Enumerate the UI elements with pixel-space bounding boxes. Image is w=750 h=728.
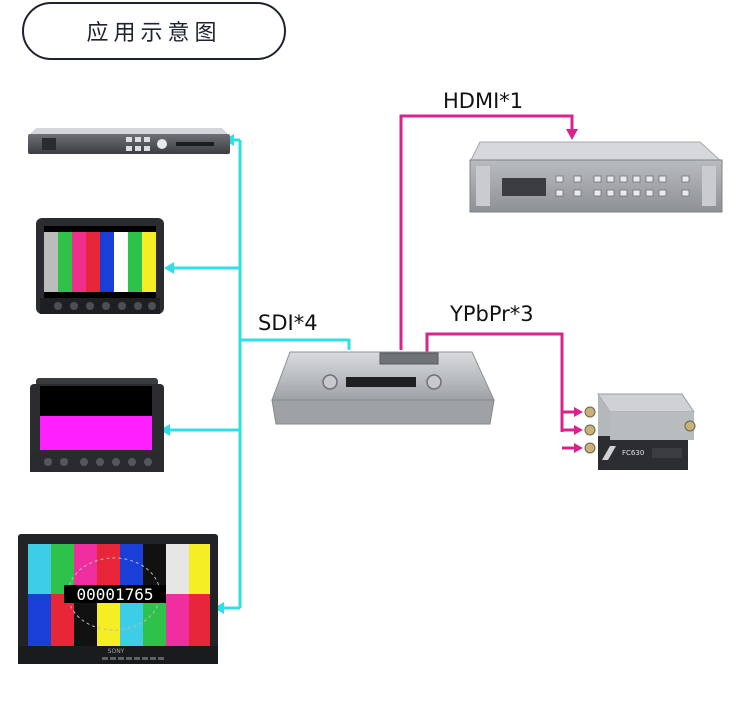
arrow-head xyxy=(574,425,583,435)
arrow-head xyxy=(574,443,583,453)
monitor-magenta xyxy=(30,378,164,472)
ypbpr-line xyxy=(425,332,564,432)
arrow-head xyxy=(164,262,174,274)
device-knob-left xyxy=(322,374,338,390)
hdmi-line xyxy=(399,114,574,350)
upper-color-bars xyxy=(28,544,210,594)
arrow-head xyxy=(160,424,170,436)
analog-converter: FC630 xyxy=(584,393,696,470)
diagram-title: 应用示意图 xyxy=(86,21,222,46)
monitor-color-bars xyxy=(36,218,164,314)
arrow-head xyxy=(214,602,224,614)
rack-switcher xyxy=(469,141,724,213)
color-bars xyxy=(44,232,156,292)
brand-logo: SONY xyxy=(108,648,125,655)
hdmi-label: HDMI*1 xyxy=(443,89,524,113)
ypbpr-label: YPbPr*3 xyxy=(450,302,534,326)
rack-recorder xyxy=(28,128,230,154)
broadcast-monitor: 00001765 SONY xyxy=(18,534,218,664)
arrow-head xyxy=(566,129,578,140)
central-device xyxy=(271,351,495,425)
arrow-head xyxy=(574,407,583,417)
lower-color-bars xyxy=(28,594,210,646)
device-knob-right xyxy=(426,374,442,390)
timecode-counter: 00001765 xyxy=(76,585,153,604)
title-pill: 应用示意图 xyxy=(22,2,286,60)
converter-model-label: FC630 xyxy=(622,449,644,457)
sdi-label: SDI*4 xyxy=(258,311,318,335)
sdi-branch-to-device xyxy=(240,338,351,350)
analog-arrows xyxy=(566,129,583,453)
analog-wiring xyxy=(399,114,576,450)
